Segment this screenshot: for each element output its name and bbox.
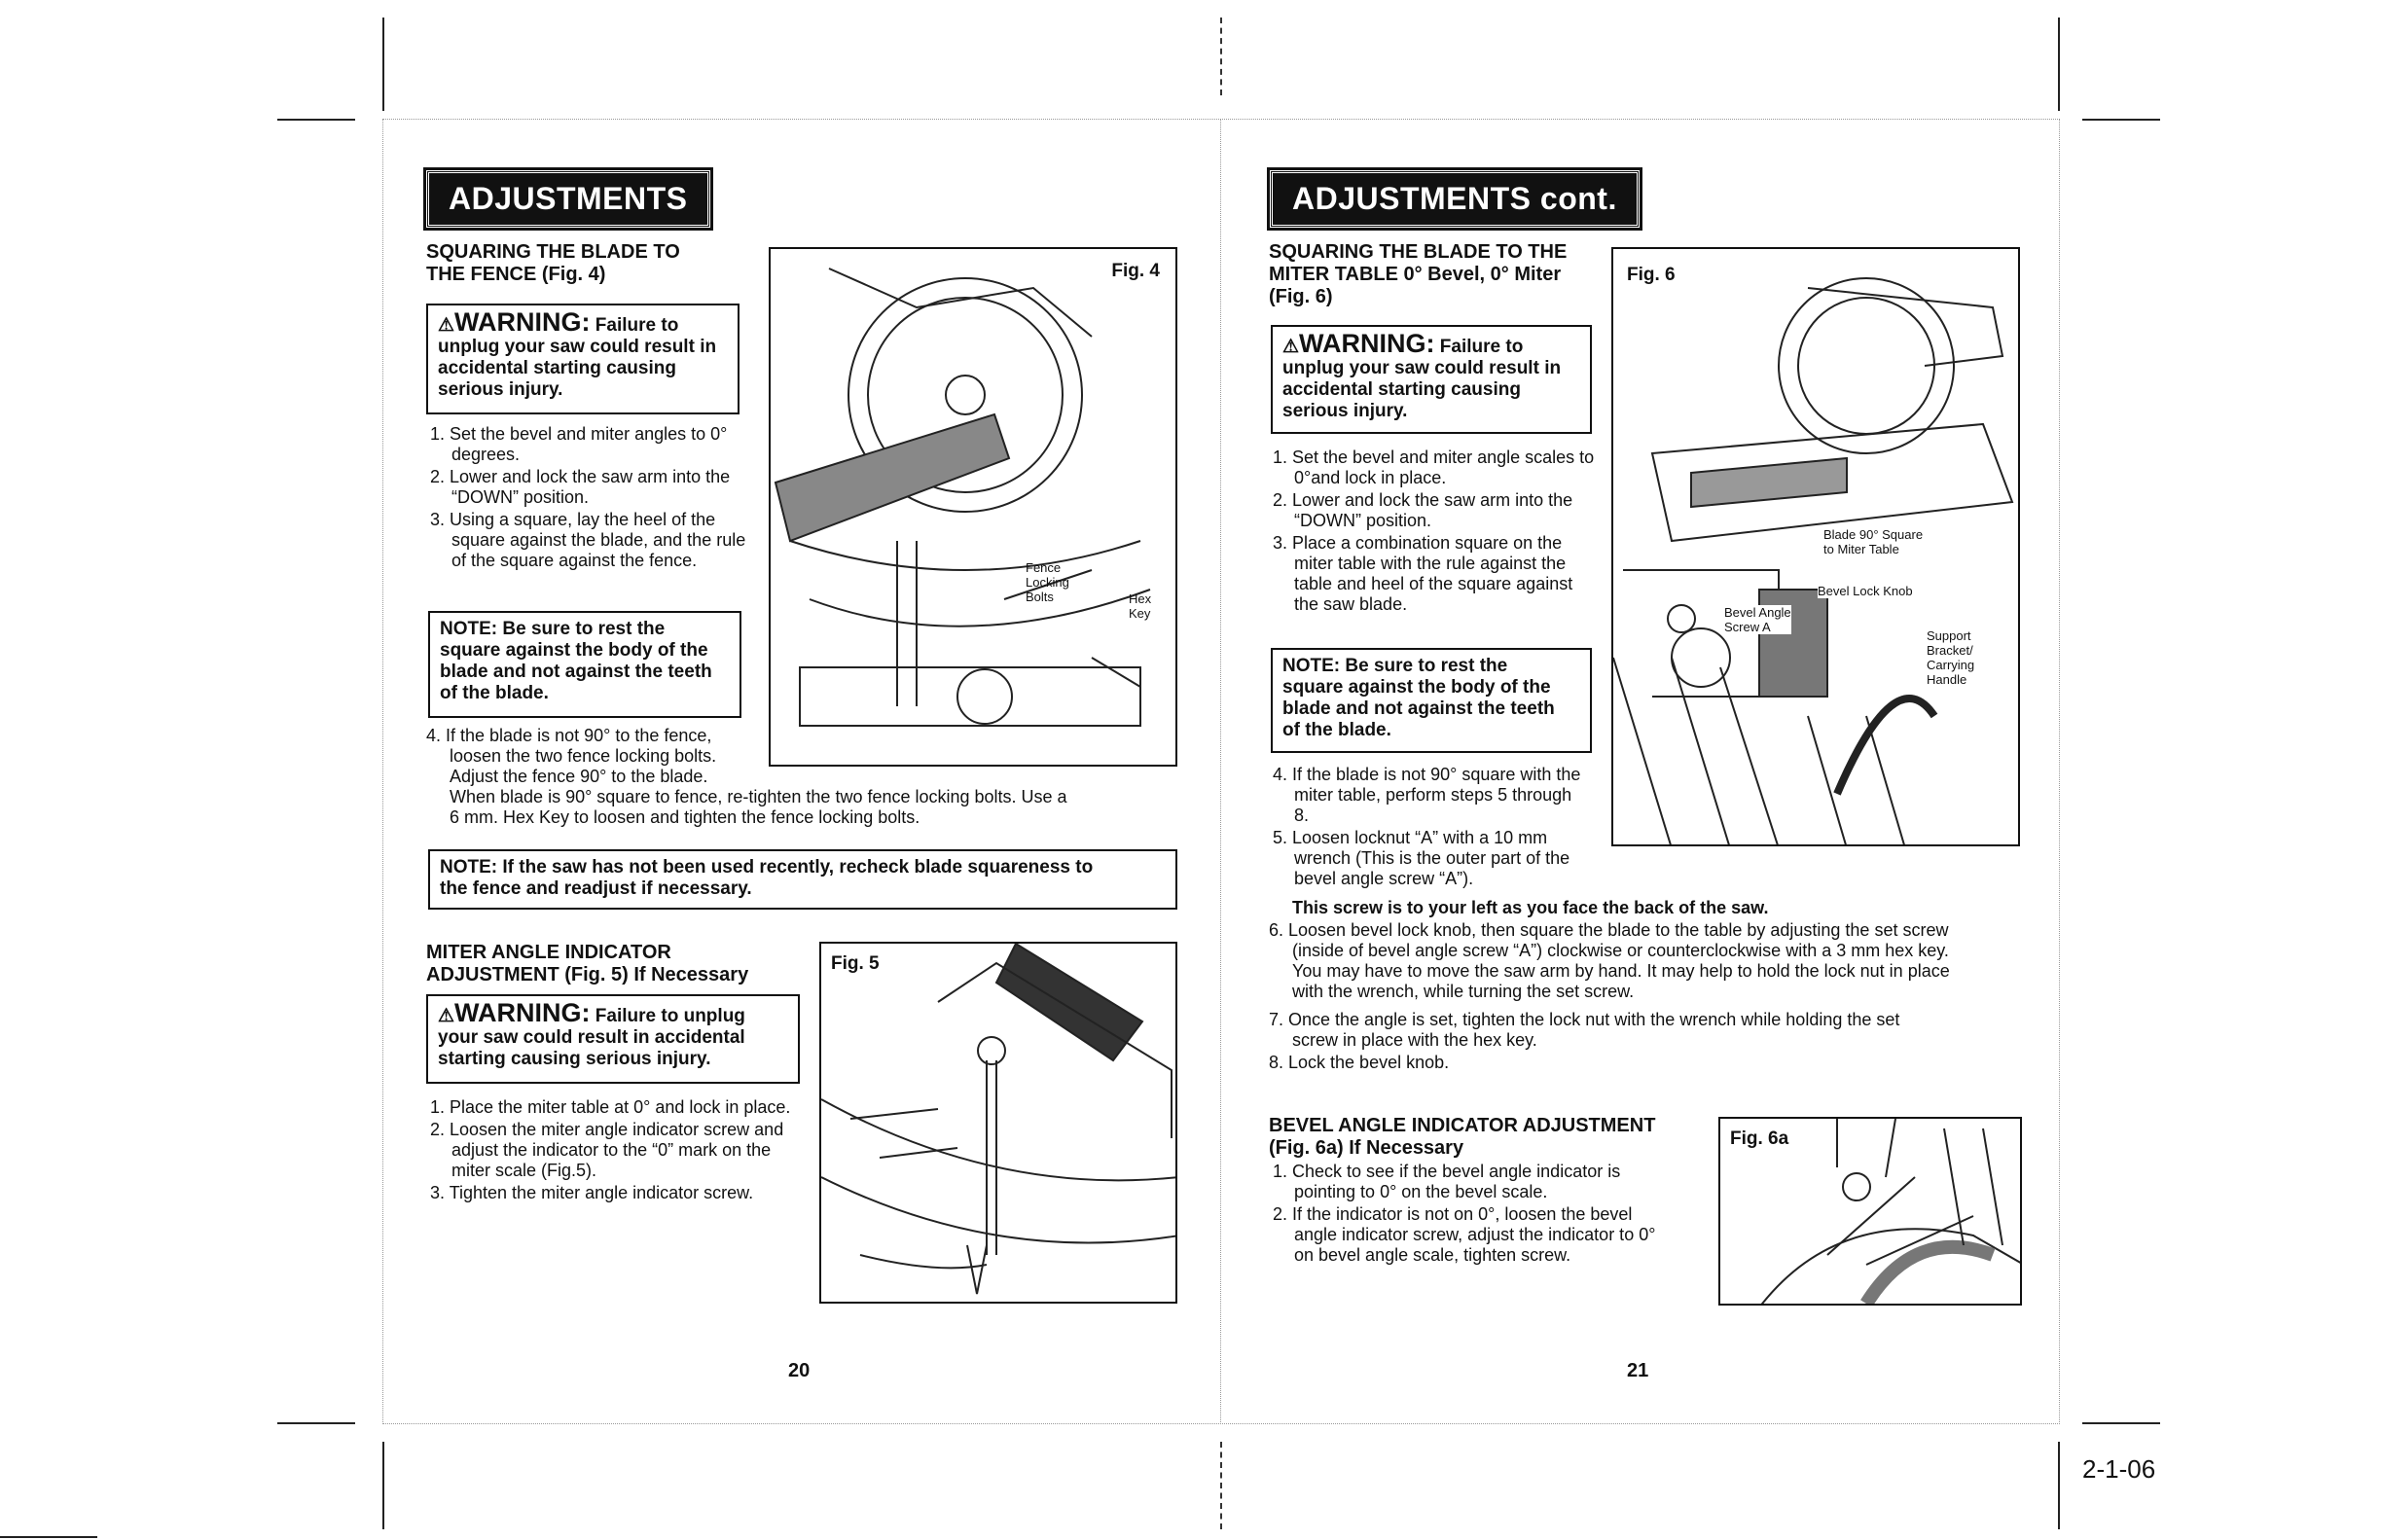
step-4-continued: When blade is 90° square to fence, re-ti…: [450, 787, 1067, 827]
warning-box-2: ⚠WARNING: Failure to unplug your saw cou…: [426, 994, 800, 1084]
steps-bevel-indicator: 1. Check to see if the bevel angle indic…: [1273, 1162, 1656, 1265]
steps-miter-indicator: 1. Place the miter table at 0° and lock …: [430, 1097, 791, 1202]
steps-squaring-fence: 1. Set the bevel and miter angles to 0° …: [430, 424, 746, 570]
fig-6-callout-bevel-lock-knob: Bevel Lock Knob: [1818, 584, 1913, 598]
miter-saw-blade-square-illustration: [774, 268, 1151, 727]
fig-6-label: Fig. 6: [1627, 265, 1676, 285]
fig-6a-label: Fig. 6a: [1730, 1128, 1789, 1150]
page-number-right: 21: [1627, 1360, 1649, 1381]
warning-icon: ⚠: [1282, 337, 1300, 357]
page-number-left: 20: [788, 1360, 811, 1381]
note-box-recheck: NOTE: If the saw has not been used recen…: [428, 849, 1177, 910]
warning-box-3: ⚠WARNING: Failure to unplug your saw cou…: [1271, 325, 1592, 434]
warning-box-1: ⚠WARNING: Failure to unplug your saw cou…: [426, 304, 740, 414]
steps-squaring-miter: 1. Set the bevel and miter angle scales …: [1273, 448, 1595, 614]
print-date: 2-1-06: [2082, 1454, 2156, 1484]
fig-4-label: Fig. 4: [1111, 261, 1160, 281]
miter-table-square-illustration: [1613, 277, 2014, 844]
fig-5-label: Fig. 5: [831, 953, 880, 974]
figure-6a: Fig. 6a: [1718, 1117, 2022, 1306]
warning-icon: ⚠: [438, 315, 455, 336]
heading-bevel-angle-indicator: BEVEL ANGLE INDICATOR ADJUSTMENT(Fig. 6a…: [1269, 1115, 1656, 1159]
miter-scale-illustration: [821, 944, 1175, 1295]
step-7-right: 7. Once the angle is set, tighten the lo…: [1269, 1010, 1900, 1050]
warning-icon: ⚠: [438, 1006, 455, 1026]
bevel-scale-illustration: [1760, 1119, 2020, 1304]
step-8-right: 8. Lock the bevel knob.: [1269, 1053, 1450, 1072]
bold-screw-note: This screw is to your left as you face t…: [1292, 898, 1769, 917]
steps-4-5-right: 4. If the blade is not 90° square with t…: [1273, 765, 1581, 888]
step-4-left: 4. If the blade is not 90° to the fence,…: [426, 726, 717, 786]
step-6-right: 6. Loosen bevel lock knob, then square t…: [1269, 920, 1950, 1001]
page-banner-left: ADJUSTMENTS: [423, 167, 713, 231]
page-banner-right: ADJUSTMENTS cont.: [1267, 167, 1642, 231]
figure-5: Fig. 5: [819, 942, 1177, 1304]
